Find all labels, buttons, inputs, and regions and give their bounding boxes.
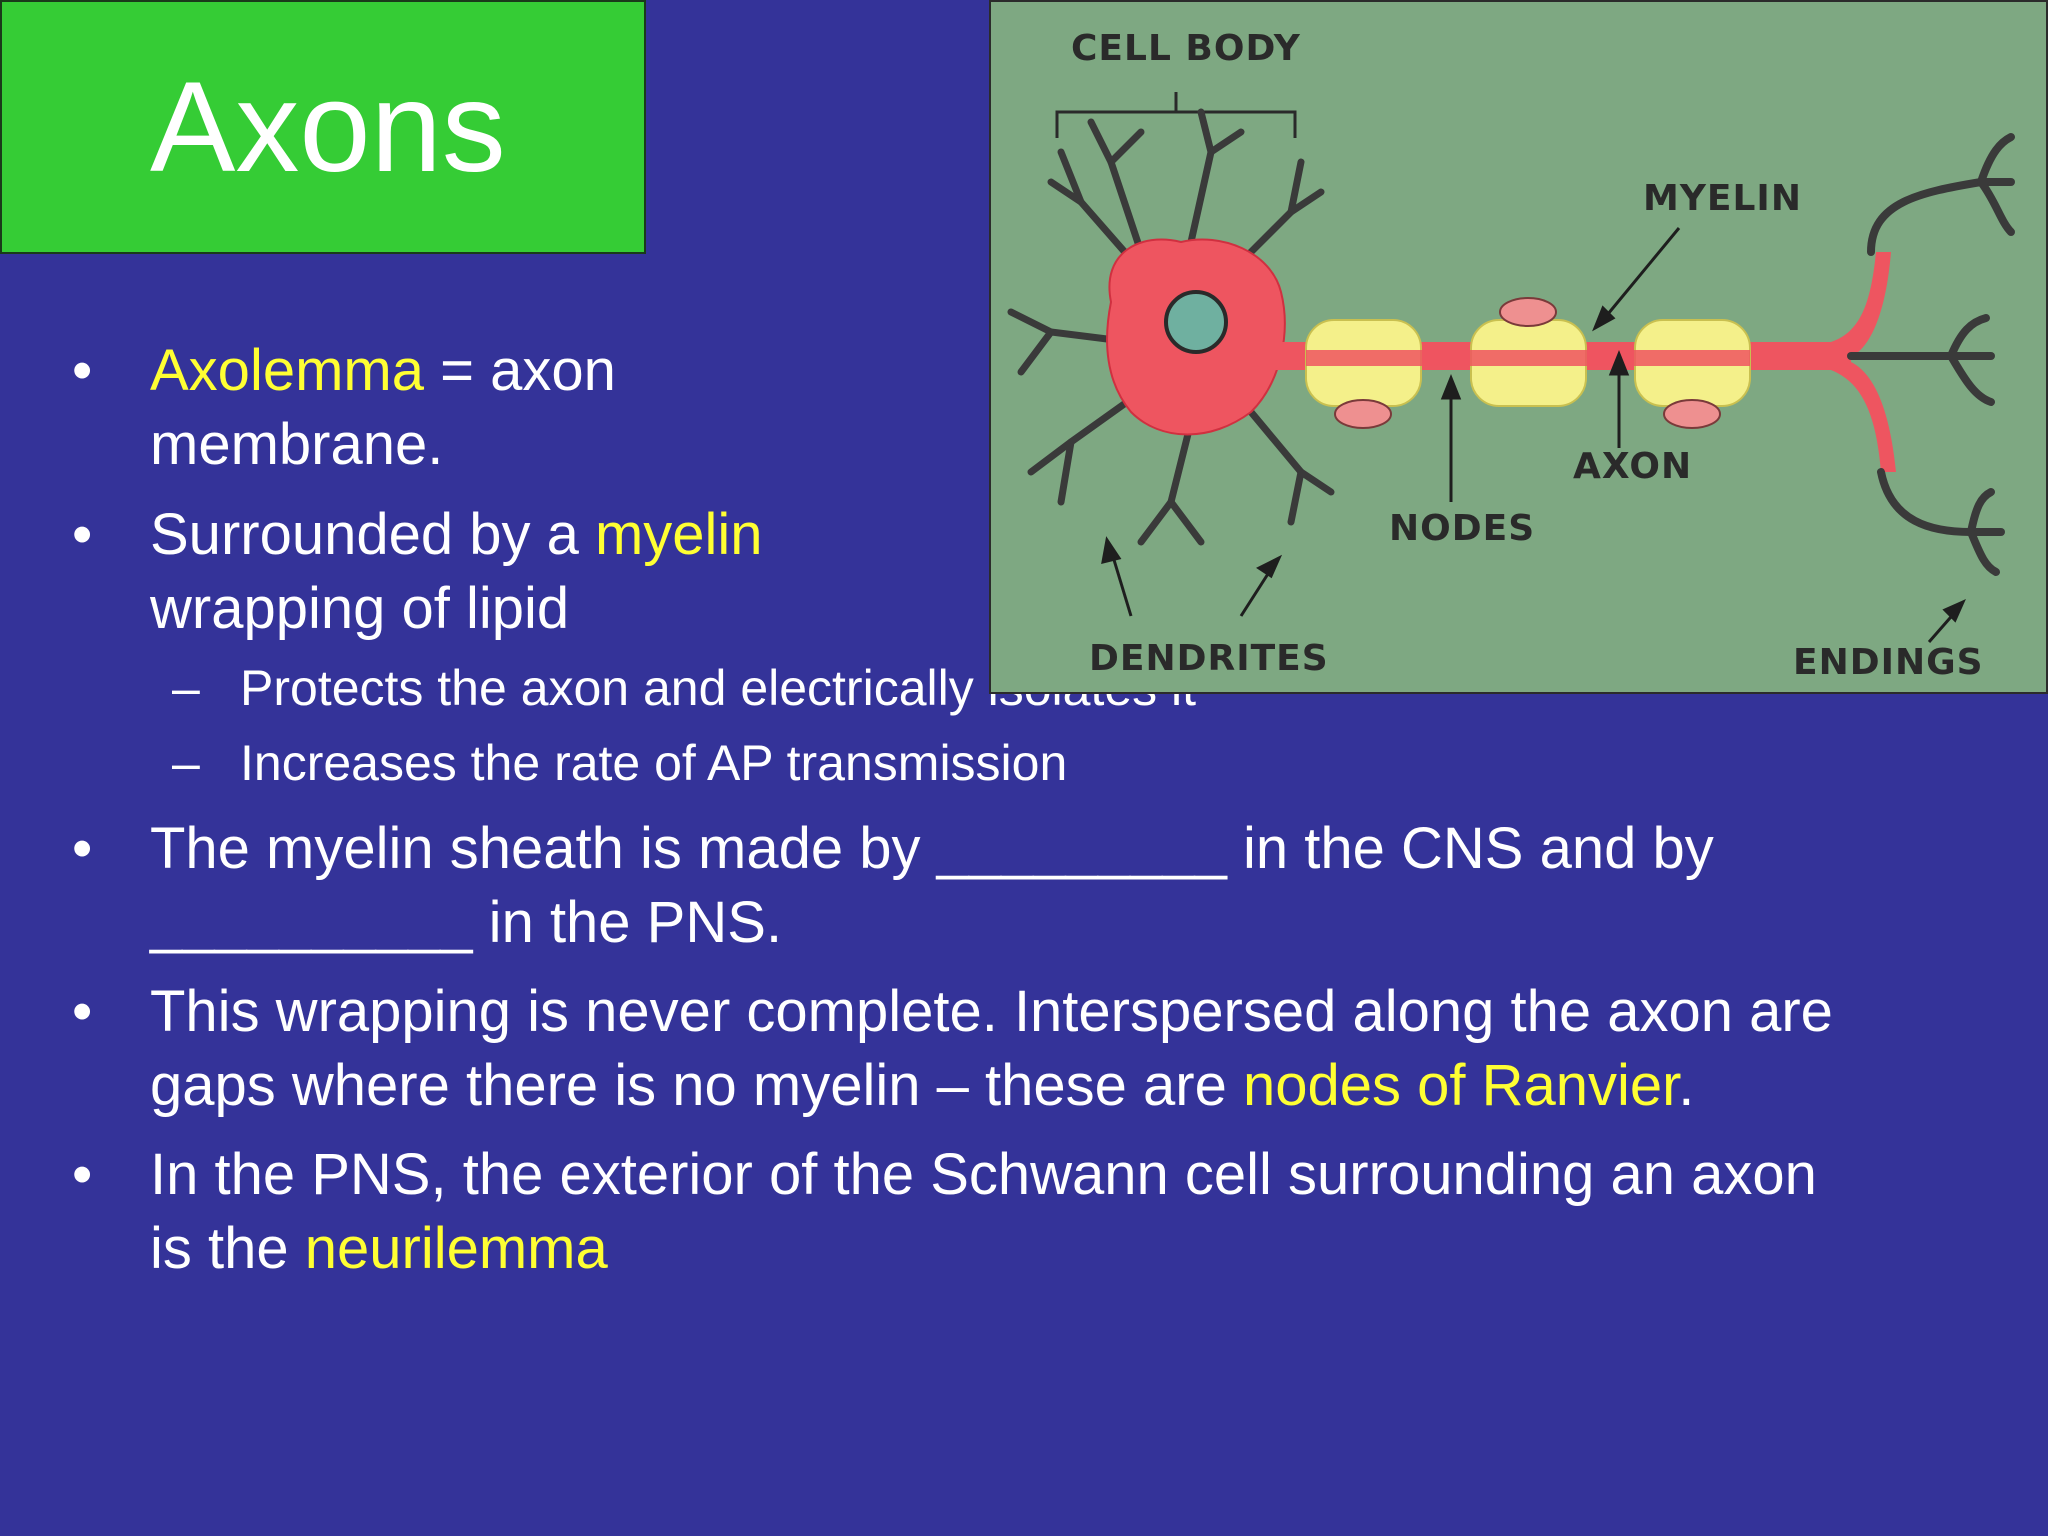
sub-bullet-2: Increases the rate of AP transmission [240, 735, 1068, 791]
label-axon: AXON [1573, 446, 1693, 487]
text-span: The myelin sheath is made by _________ i… [150, 816, 1714, 881]
label-cell-body: CELL BODY [1071, 28, 1301, 69]
label-dendrites: DENDRITES [1089, 638, 1329, 679]
neuron-diagram: CELL BODY MYELIN AXON NODES DENDRITES EN… [989, 0, 2048, 694]
bullet-2-line-1: Surrounded by a myelin [150, 498, 763, 572]
myelin-segments [1305, 297, 1751, 429]
text-span: In the PNS, the exterior of the Schwann … [150, 1142, 1817, 1207]
sub-bullet-marker: – [172, 735, 200, 791]
bullet-marker: • [72, 816, 93, 881]
bullet-marker: • [72, 1142, 93, 1207]
label-nodes: NODES [1389, 508, 1536, 549]
label-endings: ENDINGS [1793, 642, 1984, 683]
term-axolemma: Axolemma [150, 338, 424, 403]
text-span: __________ in the PNS. [150, 890, 783, 955]
text-span: Surrounded by a [150, 502, 595, 567]
dendrites [1007, 108, 1335, 546]
term-neurilemma: neurilemma [304, 1216, 608, 1281]
endings [1847, 133, 2015, 576]
bullet-marker: • [72, 502, 93, 567]
text-span: = axon [423, 338, 616, 403]
bullet-4-line-1: This wrapping is never complete. Intersp… [150, 975, 1833, 1049]
bullet-3-line-1: The myelin sheath is made by _________ i… [150, 812, 1714, 886]
term-nodes-of-ranvier: nodes of Ranvier [1242, 1053, 1679, 1118]
label-arrows [1101, 227, 1966, 643]
bullet-5-line-2: is the neurilemma [150, 1212, 608, 1286]
text-span: membrane. [150, 412, 444, 477]
cell-body-bracket [1055, 92, 1297, 138]
bullet-3-line-2: __________ in the PNS. [150, 886, 782, 960]
neuron-illustration [1007, 92, 2015, 643]
title-box: Axons [0, 0, 646, 254]
bullet-marker: • [72, 979, 93, 1044]
text-span: . [1678, 1053, 1695, 1118]
text-span: This wrapping is never complete. Intersp… [150, 979, 1833, 1044]
bullet-2-line-2: wrapping of lipid [150, 572, 569, 646]
nucleus [1164, 290, 1228, 354]
text-span: is the [150, 1216, 305, 1281]
text-span: gaps where there is no myelin – these ar… [150, 1053, 1243, 1118]
slide-title: Axons [150, 56, 506, 199]
bullet-4-line-2: gaps where there is no myelin – these ar… [150, 1049, 1694, 1123]
sub-bullet-marker: – [172, 660, 200, 716]
axon-terminal [1831, 252, 1891, 357]
term-myelin: myelin [594, 502, 763, 567]
bullet-1-line-1: Axolemma = axon [150, 334, 616, 408]
bullet-marker: • [72, 338, 93, 403]
label-myelin: MYELIN [1643, 178, 1802, 219]
bullet-1-line-2: membrane. [150, 408, 443, 482]
text-span: wrapping of lipid [150, 576, 570, 641]
bullet-5-line-1: In the PNS, the exterior of the Schwann … [150, 1138, 1817, 1212]
